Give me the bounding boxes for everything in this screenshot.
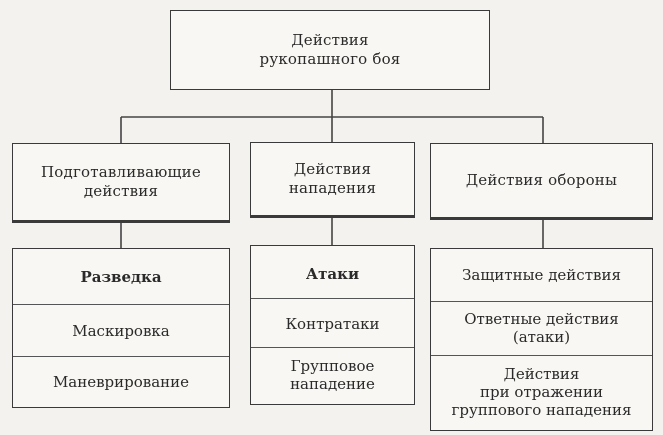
- list-item-counter-actions: Ответные действия (атаки): [464, 310, 619, 346]
- divider: [251, 298, 414, 299]
- list-item-attacks: Атаки: [305, 265, 360, 283]
- root-label: Действия рукопашного боя: [259, 31, 401, 68]
- list-item-protective-actions: Защитные действия: [462, 266, 621, 284]
- list-box-defense: Защитные действия Ответные действия (ата…: [430, 248, 653, 431]
- branch-label-defense: Действия обороны: [465, 171, 618, 189]
- list-item-camouflage: Маскировка: [72, 321, 170, 340]
- branch-box-preparatory: Подготавливающие действия: [12, 143, 230, 223]
- divider: [251, 347, 414, 348]
- divider: [431, 355, 652, 356]
- divider: [13, 356, 229, 357]
- branch-box-attack: Действия нападения: [250, 142, 415, 218]
- root-box: Действия рукопашного боя: [170, 10, 490, 90]
- branch-box-defense: Действия обороны: [430, 143, 653, 220]
- divider: [431, 301, 652, 302]
- branch-label-attack: Действия нападения: [288, 160, 377, 197]
- list-box-preparatory: Разведка Маскировка Маневрирование: [12, 248, 230, 408]
- branch-label-preparatory: Подготавливающие действия: [41, 163, 201, 200]
- list-item-group-defense: Действия при отражении группового нападе…: [451, 365, 632, 419]
- list-item-reconnaissance: Разведка: [80, 268, 162, 286]
- list-item-group-attack: Групповое нападение: [290, 357, 375, 393]
- divider: [13, 304, 229, 305]
- list-item-maneuvering: Маневрирование: [52, 373, 190, 391]
- list-item-counterattacks: Контратаки: [285, 315, 380, 333]
- list-box-attack: Атаки Контратаки Групповое нападение: [250, 245, 415, 405]
